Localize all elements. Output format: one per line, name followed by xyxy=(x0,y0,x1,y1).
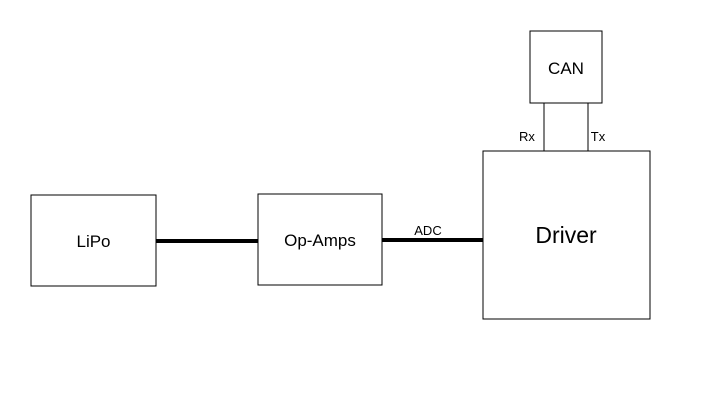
node-can: CAN xyxy=(529,30,603,104)
edge-label-tx: Tx xyxy=(591,129,606,144)
node-driver: Driver xyxy=(482,150,651,320)
node-lipo: LiPo xyxy=(30,194,157,287)
node-driver-label: Driver xyxy=(535,222,597,248)
node-opamps-box xyxy=(257,193,383,286)
node-lipo-label: LiPo xyxy=(76,232,110,251)
node-driver-box xyxy=(482,150,651,320)
node-can-label: CAN xyxy=(548,59,584,78)
node-can-box xyxy=(529,30,603,104)
edge-label-adc: ADC xyxy=(414,223,441,238)
node-opamps: Op-Amps xyxy=(257,193,383,286)
edge-label-rx: Rx xyxy=(519,129,535,144)
node-opamps-label: Op-Amps xyxy=(284,231,356,250)
node-lipo-box xyxy=(30,194,157,287)
